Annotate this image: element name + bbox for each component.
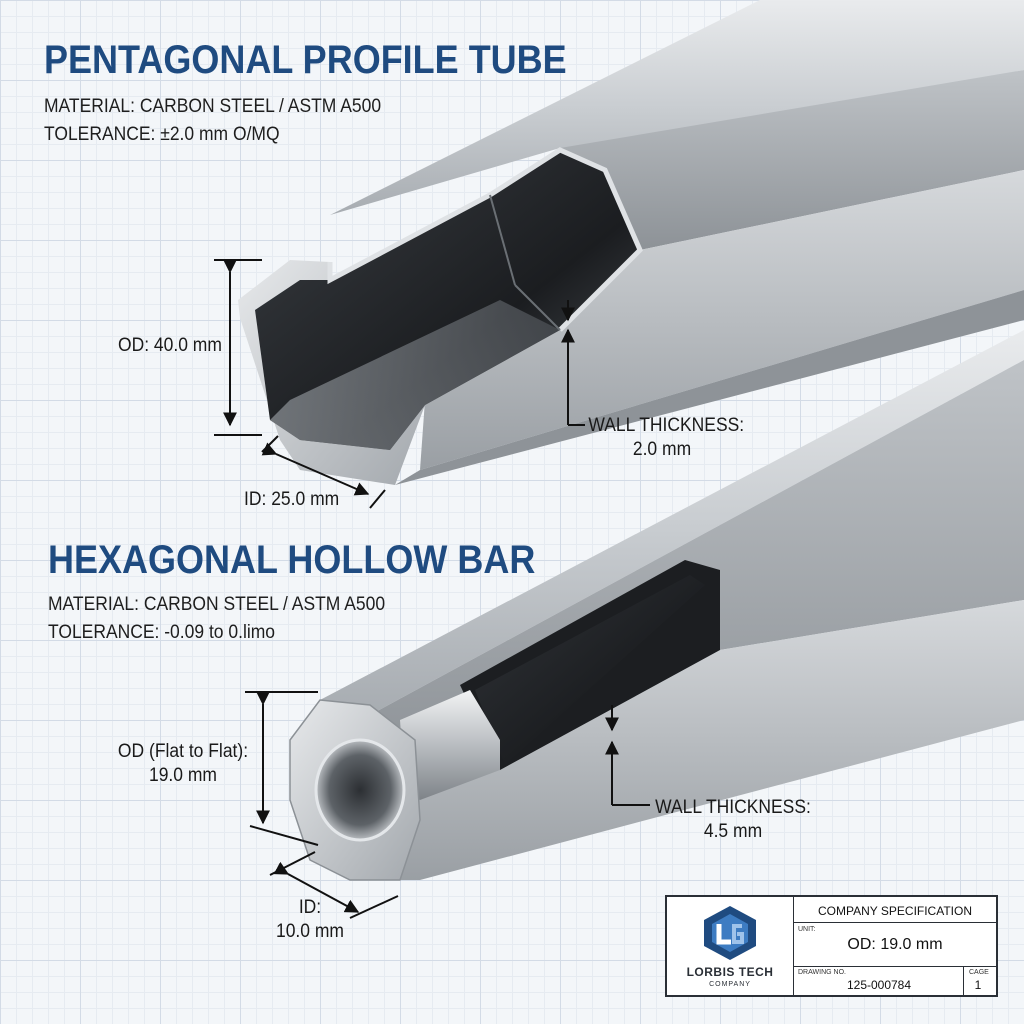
pentagonal-tube: [238, 0, 1024, 485]
company-logo-icon: [704, 906, 756, 960]
hexagonal-material: MATERIAL: CARBON STEEL / ASTM A500: [48, 594, 386, 615]
pentagonal-wall-label: WALL THICKNESS: 2.0 mm: [588, 414, 745, 462]
pentagonal-tolerance: TOLERANCE: ±2.0 mm O/MQ: [44, 124, 280, 145]
pentagonal-material: MATERIAL: CARBON STEEL / ASTM A500: [44, 96, 382, 117]
title-block: LORBIS TECH COMPANY COMPANY SPECIFICATIO…: [665, 895, 998, 997]
spec-header-row: COMPANY SPECIFICATION: [794, 897, 996, 923]
pentagonal-wall-label-line1: WALL THICKNESS:: [588, 415, 745, 436]
cage-label: CAGE: [969, 969, 989, 976]
unit-value: OD: 19.0 mm: [847, 936, 943, 953]
hexagonal-title: HEXAGONAL HOLLOW BAR: [48, 538, 536, 582]
hexagonal-wall-label: WALL THICKNESS: 4.5 mm: [655, 796, 811, 844]
hexagonal-id-label-line1: ID:: [298, 897, 322, 918]
cage-cell: CAGE 1: [964, 967, 996, 995]
hexagonal-tolerance: TOLERANCE: -0.09 to 0.limo: [48, 622, 276, 643]
drawing-no-value: 125-000784: [846, 978, 912, 992]
unit-label: UNIT:: [798, 926, 816, 933]
pentagonal-wall-label-line2: 2.0 mm: [632, 439, 692, 460]
hexagonal-id-label-line2: 10.0 mm: [275, 921, 344, 942]
company-subtitle: COMPANY: [709, 981, 751, 988]
spec-header: COMPANY SPECIFICATION: [817, 904, 973, 918]
hexagonal-od-label: OD (Flat to Flat): 19.0 mm: [114, 740, 252, 788]
drawing-no-cell: DRAWING NO. 125-000784: [794, 967, 964, 995]
hexagonal-bar: [289, 330, 1024, 881]
hexagonal-od-label-line2: 19.0 mm: [148, 765, 217, 786]
pentagonal-od-label: OD: 40.0 mm: [118, 335, 222, 356]
hexagonal-wall-label-line1: WALL THICKNESS:: [655, 797, 811, 818]
hexagonal-id-label: ID: 10.0 mm: [255, 896, 365, 944]
title-block-fields: COMPANY SPECIFICATION UNIT: OD: 19.0 mm …: [794, 897, 996, 995]
hexagonal-od-label-line1: OD (Flat to Flat):: [117, 741, 249, 762]
hexagonal-wall-label-line2: 4.5 mm: [703, 821, 763, 842]
company-name: LORBIS TECH: [686, 965, 774, 979]
unit-row: UNIT: OD: 19.0 mm: [794, 923, 996, 967]
drawing-no-label: DRAWING NO.: [798, 969, 846, 976]
pentagonal-title: PENTAGONAL PROFILE TUBE: [44, 38, 567, 82]
cage-value: 1: [974, 978, 982, 992]
company-logo-cell: LORBIS TECH COMPANY: [667, 897, 794, 995]
pentagonal-id-label: ID: 25.0 mm: [244, 489, 340, 510]
dimension-lines: [214, 259, 650, 919]
